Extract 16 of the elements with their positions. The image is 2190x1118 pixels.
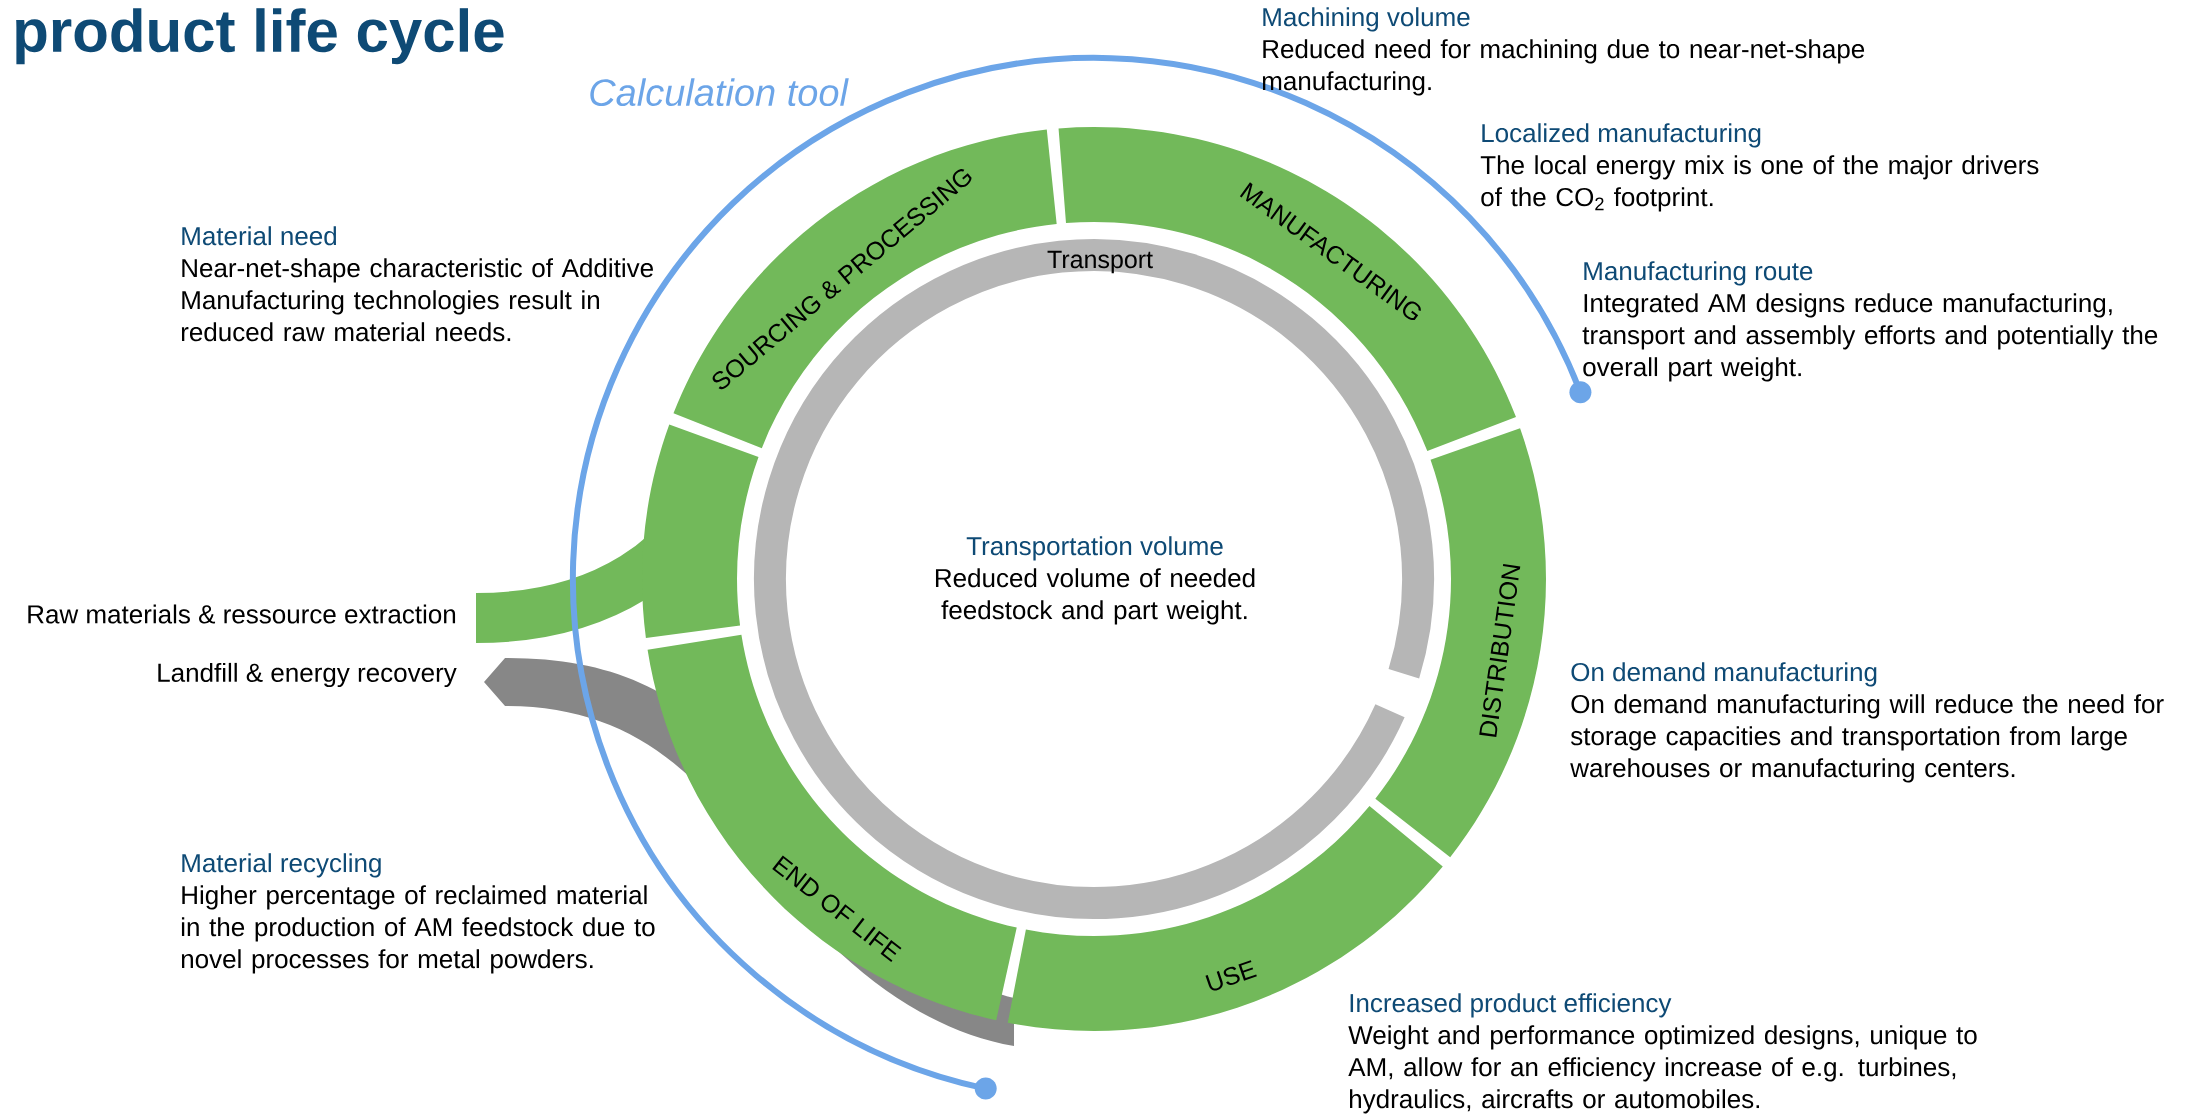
flow-label: Raw materials & ressource extraction [28,604,456,624]
note-heading: On demand manufacturing [1571,662,1877,687]
note-text: Reduced need for machining due to near-net-shape manufacturing. [1262,39,1865,96]
note-text: Integrated AM designs reduce manufacturing, transport and assembly efforts and potentially the overall part weight. [1582,293,2158,382]
note-heading: Transportation volume [966,536,1223,561]
tool-label: Calculation tool [590,78,849,107]
note-heading: Manufacturing route [1584,261,1813,286]
ring-segment [642,424,759,638]
note-heading: Material recycling [182,853,381,878]
note-heading: Material need [182,226,336,246]
note-heading: Machining volume [1263,7,1470,32]
note-text: On demand manufacturing will reduce the need for storage capacities and transportation from large warehouses or manufacturing centers. [1570,694,2164,783]
note-text: Reduced volume of needed feedstock and part weight. [936,568,1255,625]
ring-segment: DISTRIBUTION [1375,428,1546,858]
flow-label: Landfill & energy recovery [158,662,457,688]
title: product life cycle [16,8,504,65]
